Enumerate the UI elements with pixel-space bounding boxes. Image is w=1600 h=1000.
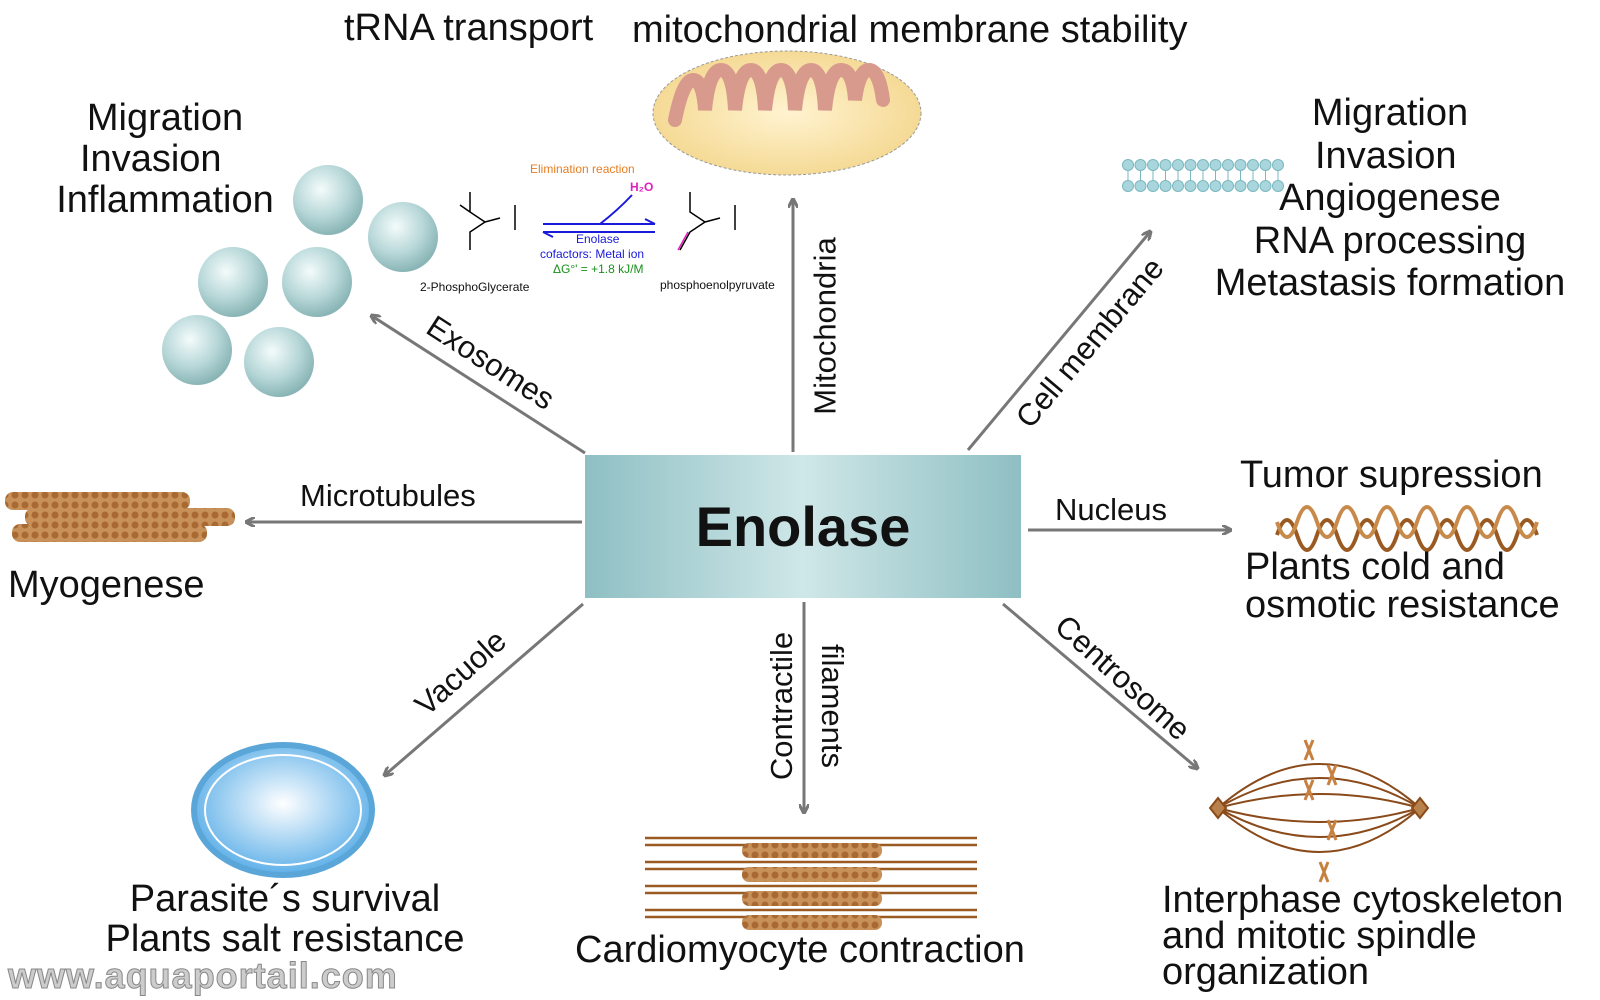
arrow-centrosome — [1002, 602, 1197, 768]
membrane-effect-4: RNA processing — [1253, 219, 1527, 262]
lipid-head — [1122, 159, 1134, 171]
outcome-plants-cold: Plants cold and osmotic resistance — [1245, 548, 1560, 624]
outcome-parasite-1: Parasite´s survival — [129, 878, 441, 920]
reaction-cofactors: cofactors: Metal ion — [540, 247, 645, 261]
reaction-elimination: Elimination reaction — [530, 162, 635, 176]
outcome-parasite-2: Plants salt resistance — [105, 917, 465, 960]
reaction-enzyme: Enolase — [576, 232, 620, 246]
exosome-spheres-icon — [162, 165, 438, 397]
membrane-effect-1: Migration — [1311, 92, 1469, 134]
dna-helix-icon — [1275, 505, 1539, 552]
arrows — [247, 200, 1230, 812]
reaction-substrate: 2-PhosphoGlycerate — [420, 280, 530, 294]
enolase-title: Enolase — [695, 495, 911, 558]
arrow-vacuole — [385, 602, 584, 775]
lipid-head — [1159, 159, 1172, 171]
microtubule-icon — [5, 492, 235, 542]
mitochondrion-icon — [652, 50, 922, 176]
lipid-head — [1147, 159, 1159, 171]
reaction-arrows — [542, 194, 656, 238]
outcome-interphase: Interphase cytoskeleton and mitotic spin… — [1162, 879, 1564, 994]
membrane-effect-3: Angiogenese — [1279, 177, 1501, 220]
outcome-interphase-1: Interphase cytoskeleton — [1162, 879, 1564, 921]
outcome-interphase-2: and mitotic spindle — [1162, 915, 1477, 958]
enolase-box: Enolase — [585, 455, 1021, 598]
lipid-head — [1159, 180, 1172, 192]
lipid-head — [1147, 180, 1159, 192]
arrow-label-mitochondria: Mitochondria — [807, 237, 843, 415]
arrow-exosomes — [372, 316, 586, 455]
lipid-head — [1122, 180, 1134, 192]
arrow-label-nucleus: Nucleus — [1055, 492, 1167, 527]
exosome-effect-2: Invasion — [80, 138, 222, 181]
membrane-effect-5: Metastasis formation — [1214, 262, 1566, 305]
arrow-label-contractile: Contractile — [764, 631, 800, 781]
molecule-structures — [459, 192, 736, 251]
exosome-effects: Migration Invasion Inflammation — [45, 97, 285, 222]
vacuole-icon — [191, 742, 375, 878]
outcome-parasite: Parasite´s survival Plants salt resistan… — [85, 878, 485, 960]
lipid-head — [1134, 159, 1147, 171]
lipid-head — [1172, 180, 1184, 192]
outcome-interphase-3: organization — [1162, 951, 1370, 994]
arrow-cell-membrane — [966, 232, 1150, 451]
mitotic-spindle-icon — [1208, 739, 1430, 883]
reaction-water: H₂O — [630, 180, 654, 194]
arrow-label-microtubules: Microtubules — [300, 478, 476, 513]
lipid-head — [1172, 159, 1184, 171]
sarcomere-icon — [645, 836, 977, 930]
lipid-head — [1134, 180, 1147, 192]
cell-membrane-icon — [1122, 159, 1284, 192]
label-trna-transport: tRNA transport — [344, 7, 594, 49]
outcome-cardiomyocyte: Cardiomyocyte contraction — [575, 929, 1025, 971]
watermark: www.aquaportail.com — [8, 955, 398, 997]
exosome-effect-3: Inflammation — [56, 179, 274, 222]
exosome-effect-1: Migration — [86, 97, 244, 139]
arrow-label-filaments: filaments — [815, 643, 851, 769]
outcome-plants-cold-2: osmotic resistance — [1245, 584, 1560, 626]
outcome-tumor-supression: Tumor supression — [1240, 454, 1543, 496]
membrane-effect-2: Invasion — [1315, 134, 1457, 177]
reaction-product: phosphoenolpyruvate — [660, 278, 775, 292]
outcome-myogenese: Myogenese — [8, 564, 205, 606]
label-mito-stability: mitochondrial membrane stability — [632, 9, 1188, 51]
reaction-delta-g: ΔG°' = +1.8 kJ/M — [553, 262, 644, 276]
membrane-effects: Migration Invasion Angiogenese RNA proce… — [1195, 92, 1585, 305]
outcome-plants-cold-1: Plants cold and — [1245, 546, 1505, 588]
